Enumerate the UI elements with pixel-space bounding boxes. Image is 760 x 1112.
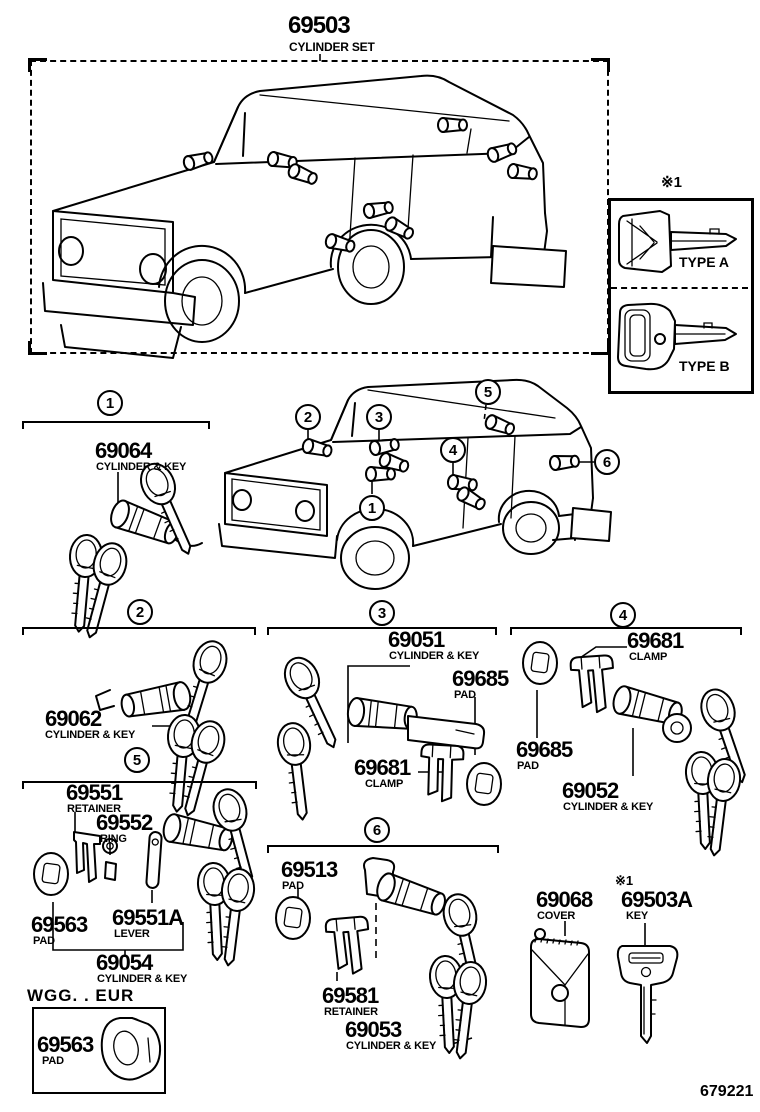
- section-3-callout: 3: [369, 600, 395, 626]
- part-label-69052: CYLINDER & KEY: [563, 801, 654, 813]
- section-1-callout: 1: [97, 390, 123, 416]
- part-number-69551A: 69551A: [112, 905, 184, 930]
- part-number-69681: 69681: [354, 755, 411, 780]
- section-1-bracket: [22, 421, 210, 429]
- section-4-bracket: [510, 627, 742, 635]
- section-2-parts-drawing: [95, 636, 233, 821]
- part-label-69062: CYLINDER & KEY: [45, 729, 136, 741]
- type-b-label: TYPE B: [679, 358, 730, 374]
- type-b-key-drawing: [617, 302, 737, 371]
- part-label-69053: CYLINDER & KEY: [346, 1040, 437, 1052]
- part-label-69681-s4: CLAMP: [629, 651, 668, 663]
- part-number-69053: 69053: [345, 1017, 402, 1042]
- variant-part-label: PAD: [42, 1055, 64, 1067]
- part-number-69681-s4: 69681: [627, 628, 684, 653]
- section-2-bracket: [22, 627, 256, 635]
- section-5-parts-drawing: [33, 784, 268, 969]
- part-number-69685-s4: 69685: [516, 737, 573, 762]
- set-part-number: 69503: [288, 12, 351, 39]
- overview-box-corner: [28, 58, 47, 72]
- part-number-69685: 69685: [452, 666, 509, 691]
- car-overview-drawing: [42, 74, 567, 359]
- part-number-69051: 69051: [388, 627, 445, 652]
- car-callout-4: 4: [440, 437, 466, 463]
- car-callout-drawing: [218, 378, 612, 590]
- part-label-69503A: KEY: [626, 910, 649, 922]
- part-number-69052: 69052: [562, 778, 619, 803]
- part-label-69068: COVER: [537, 910, 576, 922]
- part-number-69581: 69581: [322, 983, 379, 1008]
- key-ref-mark: ※1: [615, 873, 634, 888]
- part-number-69513: 69513: [281, 857, 338, 882]
- page-doc-number: 679221: [700, 1083, 754, 1100]
- part-label-69552: RING: [100, 833, 127, 845]
- overview-box-corner: [28, 341, 47, 355]
- master-key-drawing: [616, 945, 679, 1044]
- part-number-69503A: 69503A: [621, 887, 693, 912]
- key-type-ref-mark: ※1: [661, 174, 682, 191]
- variant-pad-drawing: [100, 1017, 162, 1081]
- section-4-parts-drawing: [522, 641, 760, 859]
- part-label-69064: CYLINDER & KEY: [96, 461, 187, 473]
- cover-drawing: [530, 928, 590, 1028]
- section-6-parts-drawing: [275, 857, 495, 1062]
- key-type-divider: [611, 287, 748, 289]
- type-a-key-drawing: [618, 210, 737, 273]
- part-label-69513: PAD: [282, 880, 304, 892]
- car-callout-6: 6: [594, 449, 620, 475]
- part-number-69064: 69064: [95, 438, 152, 463]
- part-label-69685: PAD: [454, 689, 476, 701]
- part-number-69551: 69551: [66, 780, 123, 805]
- car-callout-2: 2: [295, 404, 321, 430]
- part-label-69581: RETAINER: [324, 1006, 378, 1018]
- section-3-bracket: [267, 627, 497, 635]
- car-callout-3: 3: [366, 404, 392, 430]
- car-callout-1: 1: [359, 495, 385, 521]
- section-1-parts-drawing: [63, 457, 206, 643]
- section-2-callout: 2: [127, 599, 153, 625]
- section-5-bracket: [22, 781, 257, 789]
- part-label-69685-s4: PAD: [517, 760, 539, 772]
- part-label-69551A: LEVER: [114, 928, 150, 940]
- section-6-bracket: [267, 845, 499, 853]
- section-4-callout: 4: [610, 602, 636, 628]
- part-label-69563: PAD: [33, 935, 55, 947]
- variant-code-label: WGG. . EUR: [27, 986, 135, 1005]
- section-5-callout: 5: [124, 747, 150, 773]
- type-a-label: TYPE A: [679, 254, 730, 270]
- part-number-69552: 69552: [96, 810, 153, 835]
- variant-part-number: 69563: [37, 1032, 94, 1057]
- part-number-69054: 69054: [96, 950, 153, 975]
- set-part-label: CYLINDER SET: [289, 40, 375, 54]
- part-label-69681: CLAMP: [365, 778, 404, 790]
- part-number-69062: 69062: [45, 706, 102, 731]
- part-label-69054: CYLINDER & KEY: [97, 973, 188, 985]
- part-label-69551: RETAINER: [67, 803, 121, 815]
- part-number-69068: 69068: [536, 887, 593, 912]
- section-3-parts-drawing: [274, 651, 486, 823]
- section-6-callout: 6: [364, 817, 390, 843]
- overview-box-corner: [591, 58, 610, 72]
- car-callout-5: 5: [475, 379, 501, 405]
- part-number-69563: 69563: [31, 912, 88, 937]
- part-label-69051: CYLINDER & KEY: [389, 650, 480, 662]
- section-3-pad-drawing: [466, 762, 502, 806]
